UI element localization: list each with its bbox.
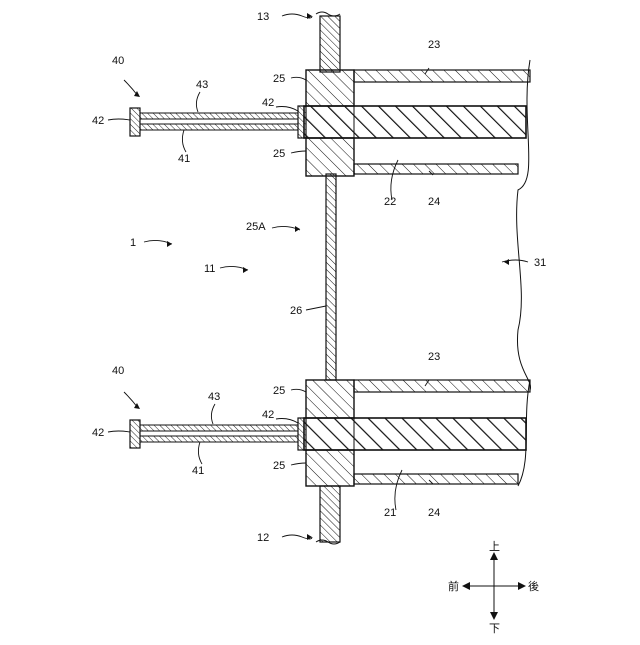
label-22: 22 xyxy=(384,196,396,208)
lower-anchor-plate-small xyxy=(298,418,306,450)
label-25-c: 25 xyxy=(273,385,285,397)
label-25-a: 25 xyxy=(273,73,285,85)
lower-panel-top xyxy=(354,380,530,392)
lower-assembly xyxy=(130,380,530,486)
upper-panel-bottom xyxy=(354,164,518,174)
compass-front-label: 前 xyxy=(448,579,459,593)
upper-anchor-plate-small xyxy=(298,106,306,138)
compass-up-label: 上 xyxy=(489,540,500,553)
label-31: 31 xyxy=(534,257,546,269)
upper-anchor-plate xyxy=(130,108,140,136)
upper-frame-block-bottom xyxy=(306,138,354,176)
label-21: 21 xyxy=(384,507,396,519)
label-41-lower: 41 xyxy=(192,465,204,477)
label-23-lower: 23 xyxy=(428,351,440,363)
upper-core xyxy=(304,106,526,138)
upper-panel-top xyxy=(354,70,530,82)
label-25A: 25A xyxy=(246,221,266,233)
label-25-d: 25 xyxy=(273,460,285,472)
label-25-b: 25 xyxy=(273,148,285,160)
lower-anchor-rod-top xyxy=(140,425,298,431)
label-11: 11 xyxy=(204,263,215,275)
upper-anchor-rod-bottom xyxy=(140,124,298,130)
label-42-lower-right: 42 xyxy=(262,409,274,421)
upper-anchor-rod-top xyxy=(140,113,298,119)
label-43-upper: 43 xyxy=(196,79,208,91)
compass-back-label: 後 xyxy=(528,579,539,593)
direction-compass: 上 下 前 後 xyxy=(448,540,539,635)
arrow-40-upper xyxy=(124,80,138,96)
label-40-lower: 40 xyxy=(112,365,124,377)
lower-frame-block-top xyxy=(306,380,354,418)
compass-down-label: 下 xyxy=(489,622,500,635)
lower-anchor-plate xyxy=(130,420,140,448)
label-42-lower-left: 42 xyxy=(92,427,104,439)
label-12: 12 xyxy=(257,532,269,544)
arrow-40-lower xyxy=(124,392,138,408)
label-24-upper: 24 xyxy=(428,196,440,208)
label-26: 26 xyxy=(290,305,302,317)
label-42-upper-right: 42 xyxy=(262,97,274,109)
label-43-lower: 43 xyxy=(208,391,220,403)
lower-core xyxy=(304,418,526,450)
label-1: 1 xyxy=(130,237,136,249)
label-23-upper: 23 xyxy=(428,39,440,51)
upper-frame-block-top xyxy=(306,70,354,106)
label-24-lower: 24 xyxy=(428,507,440,519)
label-42-upper-left: 42 xyxy=(92,115,104,127)
label-40-upper: 40 xyxy=(112,55,124,67)
label-13: 13 xyxy=(257,11,269,23)
label-41-upper: 41 xyxy=(178,153,190,165)
lower-frame-block-bottom xyxy=(306,450,354,486)
lower-anchor-rod-bottom xyxy=(140,436,298,442)
lower-panel-bottom xyxy=(354,474,518,484)
